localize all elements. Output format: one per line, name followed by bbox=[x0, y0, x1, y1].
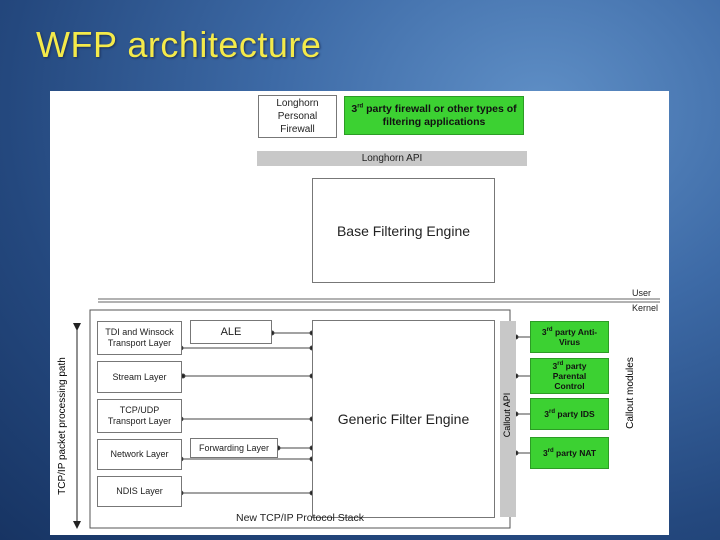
layer-stream: Stream Layer bbox=[97, 361, 182, 393]
layer-network: Network Layer bbox=[97, 439, 182, 470]
layer-tcp-udp-transport-label: TCP/UDP Transport Layer bbox=[107, 405, 172, 426]
callout-nat: 3rd party NAT bbox=[530, 437, 609, 469]
protocol-stack-label: New TCP/IP Protocol Stack bbox=[236, 512, 364, 524]
layer-tdi-winsock: TDI and Winsock Transport Layer bbox=[97, 321, 182, 355]
third-party-firewall-label: 3rd party firewall or other types of fil… bbox=[351, 102, 517, 128]
forwarding-layer-box: Forwarding Layer bbox=[190, 438, 278, 458]
layer-tdi-winsock-label: TDI and Winsock Transport Layer bbox=[105, 327, 174, 348]
callout-api-label: Callout API bbox=[502, 392, 512, 438]
layer-stream-label: Stream Layer bbox=[112, 371, 167, 382]
layer-network-label: Network Layer bbox=[110, 449, 169, 459]
callout-modules-label: Callout modules bbox=[625, 357, 636, 429]
ale-box: ALE bbox=[190, 320, 272, 344]
callout-parental-control: 3rd party Parental Control bbox=[530, 358, 609, 394]
longhorn-personal-firewall: Longhorn Personal Firewall bbox=[258, 95, 337, 138]
callout-connectors bbox=[513, 334, 530, 456]
layer-tcp-udp-transport: TCP/UDP Transport Layer bbox=[97, 399, 182, 433]
longhorn-api-bar: Longhorn API bbox=[257, 151, 527, 166]
callout-ids-label: 3rd party IDS bbox=[544, 409, 595, 419]
slide-title: WFP architecture bbox=[36, 24, 322, 65]
kernel-label: Kernel bbox=[632, 303, 659, 313]
longhorn-personal-firewall-label: Longhorn Personal Firewall bbox=[276, 98, 319, 135]
ale-label: ALE bbox=[220, 326, 242, 338]
callout-api-bar bbox=[500, 321, 516, 517]
base-filtering-engine-label: Base Filtering Engine bbox=[336, 222, 471, 239]
callout-anti-virus: 3rd party Anti-Virus bbox=[530, 321, 609, 353]
generic-filter-engine: Generic Filter Engine bbox=[312, 320, 495, 518]
callout-anti-virus-label: 3rd party Anti-Virus bbox=[541, 327, 598, 347]
callout-ids: 3rd party IDS bbox=[530, 398, 609, 430]
generic-filter-engine-label: Generic Filter Engine bbox=[337, 411, 470, 427]
layer-ndis: NDIS Layer bbox=[97, 476, 182, 507]
longhorn-api-label: Longhorn API bbox=[361, 153, 423, 164]
wfp-diagram: Longhorn Personal Firewall 3rd party fir… bbox=[50, 91, 669, 535]
tcpip-path-label: TCP/IP packet processing path bbox=[57, 357, 68, 495]
callout-parental-control-label: 3rd party Parental Control bbox=[552, 361, 587, 391]
diagram-lines bbox=[73, 298, 660, 529]
forwarding-layer-label: Forwarding Layer bbox=[198, 442, 270, 453]
user-label: User bbox=[632, 288, 652, 298]
layer-ndis-label: NDIS Layer bbox=[116, 486, 163, 496]
third-party-firewall: 3rd party firewall or other types of fil… bbox=[344, 96, 524, 135]
layer-connectors bbox=[178, 330, 315, 496]
base-filtering-engine: Base Filtering Engine bbox=[312, 178, 495, 283]
callout-nat-label: 3rd party NAT bbox=[542, 448, 597, 458]
